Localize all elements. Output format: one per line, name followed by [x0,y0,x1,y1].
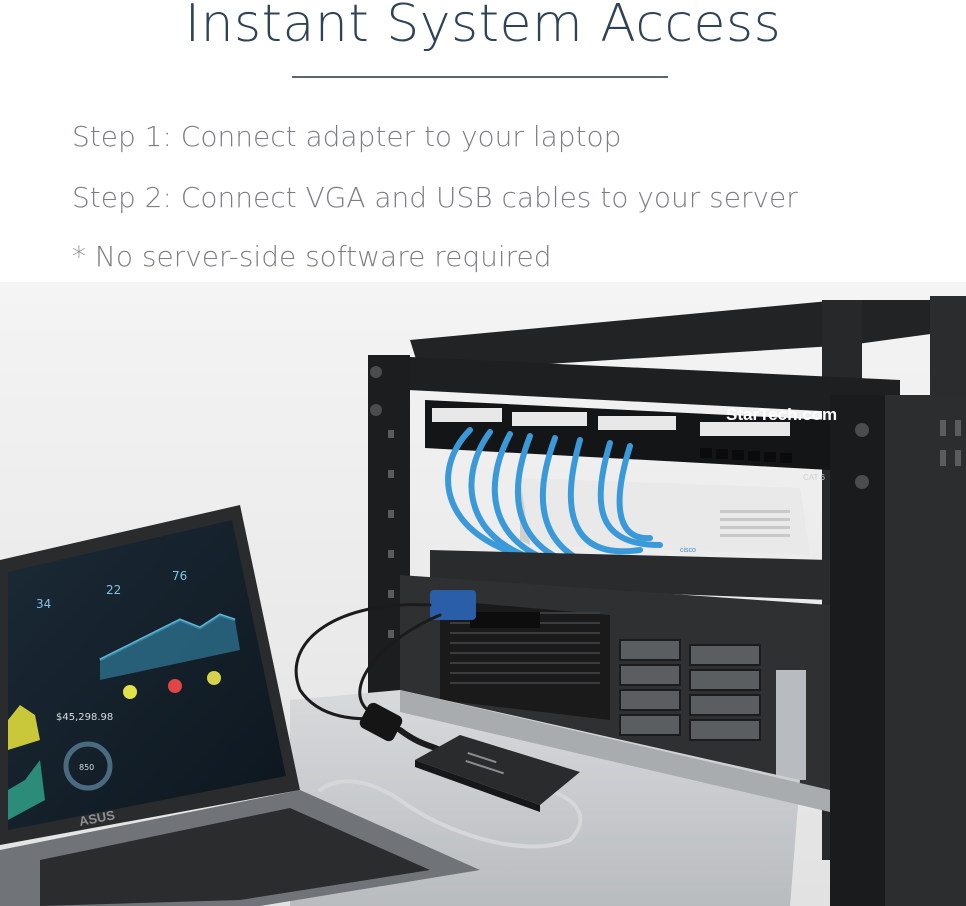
screen-readout-4: $45,298.98 [56,712,113,723]
heading-divider [292,76,668,78]
usb-crash-cart-adapter [415,735,580,812]
rack-brand-label: StarTech.com [726,405,837,424]
ferrite-bead [359,702,403,742]
product-photo: StarTech.com CAT 6 cisco [0,282,966,906]
laptop: 34 22 76 $45,298.98 850 ASUS [0,505,480,906]
page-heading: Instant System Access [184,0,782,54]
software-note: * No server-side software required [72,240,552,273]
laptop-dashboard: 34 22 76 $45,298.98 850 [8,569,240,820]
switch-brand-label: cisco [680,547,696,554]
screen-readout-2: 22 [106,583,121,597]
screen-readout-5: 850 [79,763,94,772]
vga-connector [430,590,476,620]
step-1-text: Step 1: Connect adapter to your laptop [72,120,622,153]
screen-readout-1: 34 [36,597,51,611]
network-switch: cisco [520,478,810,555]
screen-readout-3: 76 [172,569,187,583]
patch-panel-label: CAT 6 [803,473,825,482]
step-2-text: Step 2: Connect VGA and USB cables to yo… [72,181,798,214]
laptop-brand: ASUS [78,807,117,829]
